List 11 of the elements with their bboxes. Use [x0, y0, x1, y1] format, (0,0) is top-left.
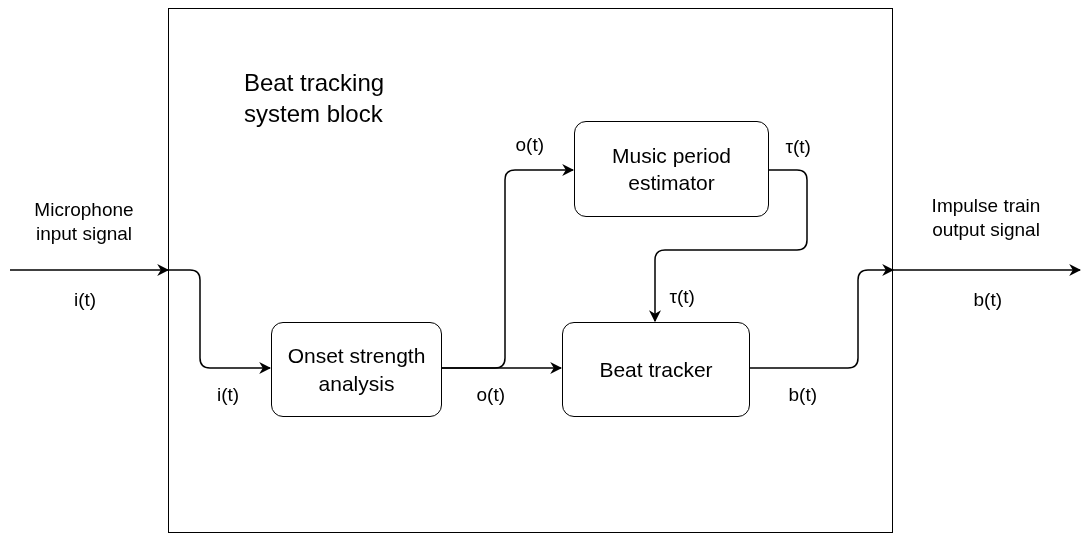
- process-box: Music period estimator: [574, 121, 769, 217]
- process-box: Onset strength analysis: [271, 322, 442, 417]
- arrow: [167, 269, 272, 374]
- arrow: [748, 264, 895, 369]
- arrow: [440, 362, 563, 374]
- process-box: Beat tracker: [562, 322, 750, 417]
- arrow: [9, 264, 170, 276]
- arrow: [892, 264, 1082, 276]
- block-title: Beat tracking system block: [244, 68, 386, 130]
- arrow: [649, 169, 808, 323]
- system-block-frame: [168, 8, 893, 533]
